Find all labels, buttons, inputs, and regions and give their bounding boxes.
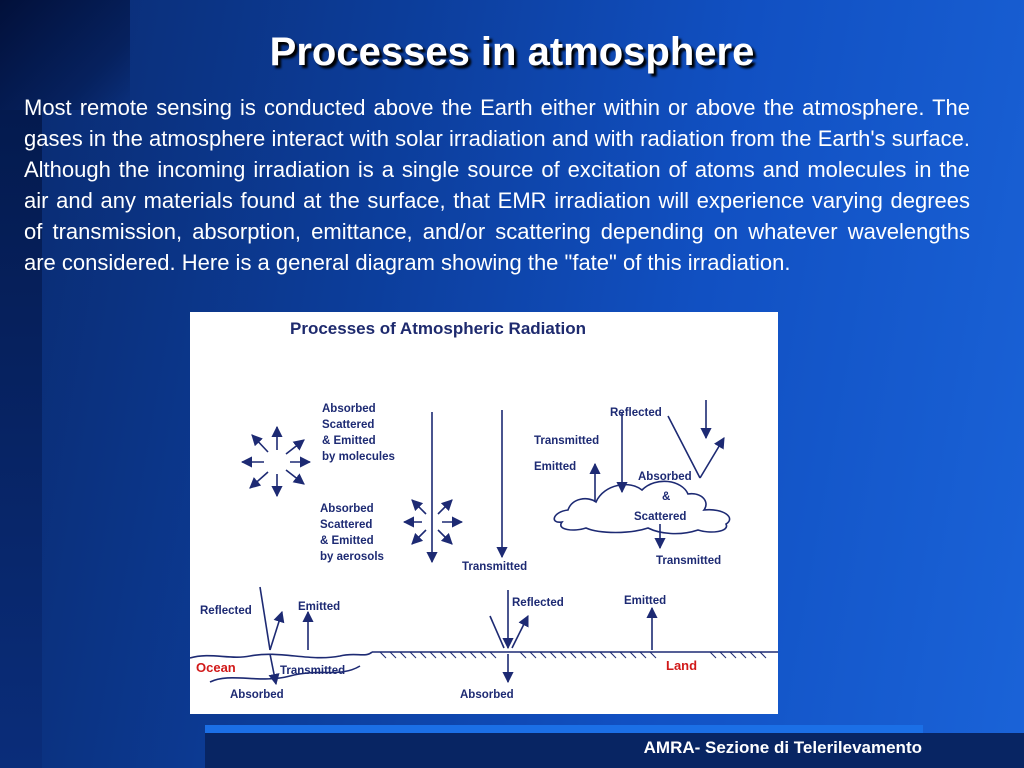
label-cloud-and: &: [662, 491, 670, 503]
label-land-reflected: Reflected: [512, 597, 564, 609]
label-aerosols-emitted: & Emitted: [320, 535, 374, 547]
label-aerosols-absorbed: Absorbed: [320, 503, 374, 515]
molecules-scatter-burst: [240, 425, 312, 498]
label-aerosols-scattered: Scattered: [320, 519, 372, 531]
left-decor-bar: [0, 0, 42, 768]
footer-accent-line: [205, 725, 923, 733]
label-ocean-reflected: Reflected: [200, 605, 252, 617]
label-molecules-absorbed: Absorbed: [322, 403, 376, 415]
ocean-surface: [190, 651, 373, 659]
aerosols-scatter-burst: [402, 499, 464, 545]
diagram-title: Processes of Atmospheric Radiation: [290, 319, 586, 338]
label-ocean-transmitted: Transmitted: [280, 665, 345, 677]
label-land-absorbed: Absorbed: [460, 689, 514, 701]
label-aerosols-by: by aerosols: [320, 551, 384, 563]
footer-text: AMRA- Sezione di Telerilevamento: [643, 738, 922, 757]
label-land-emitted: Emitted: [624, 595, 666, 607]
label-cloud-scattered: Scattered: [634, 511, 686, 523]
label-molecules-by: by molecules: [322, 451, 395, 463]
corner-decor: [0, 0, 130, 110]
label-ocean-absorbed: Absorbed: [230, 689, 284, 701]
ocean-reflected-arrow: [269, 610, 285, 651]
label-cloud-reflected: Reflected: [610, 407, 662, 419]
cloud-shape: [553, 480, 731, 535]
ocean-bottom: [209, 665, 361, 683]
label-cloud-transmitted-left: Transmitted: [534, 435, 599, 447]
ocean-transmitted-arrow: [268, 653, 280, 686]
slide-body-text: Most remote sensing is conducted above t…: [24, 95, 970, 275]
label-molecules-emitted: & Emitted: [322, 435, 376, 447]
slide-title: Processes in atmosphere: [269, 30, 755, 74]
footer-band: [205, 733, 1024, 768]
label-molecules-scattered: Scattered: [322, 419, 374, 431]
label-cloud-absorbed: Absorbed: [638, 471, 692, 483]
label-cloud-transmitted-below: Transmitted: [656, 555, 721, 567]
land-hatching: [379, 651, 767, 659]
label-ocean: Ocean: [196, 660, 236, 675]
cloud-reflected-arrow: [699, 437, 725, 479]
label-cloud-emitted: Emitted: [534, 461, 576, 473]
atmospheric-radiation-diagram: Processes of Atmospheric Radiation: [190, 312, 778, 714]
diagram-svg: Processes of Atmospheric Radiation: [190, 319, 778, 701]
label-land: Land: [666, 658, 697, 673]
label-ocean-emitted: Emitted: [298, 601, 340, 613]
label-center-transmitted: Transmitted: [462, 561, 527, 573]
